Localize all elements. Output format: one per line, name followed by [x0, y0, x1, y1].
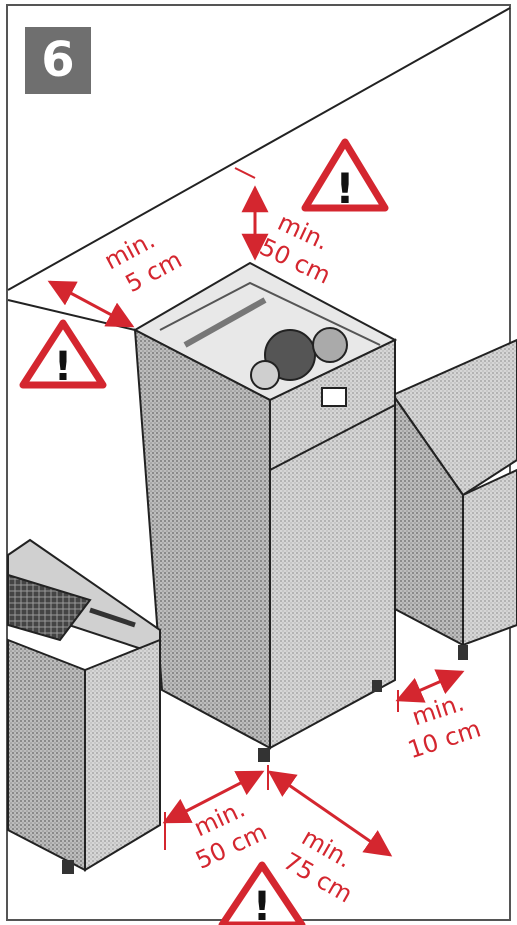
- wall-clearance-arrow: [47, 280, 135, 328]
- svg-text:!: !: [54, 344, 72, 390]
- svg-text:!: !: [335, 164, 354, 213]
- warning-triangle-bottom: !: [218, 861, 306, 925]
- right-counter-unit: [391, 338, 517, 660]
- control-panel: [321, 387, 347, 407]
- front-right-clearance-arrow: [267, 770, 393, 857]
- fryer-unit: [7, 538, 161, 874]
- svg-text:!: !: [253, 884, 271, 925]
- wall-line: [7, 7, 511, 291]
- side-clearance-arrow: [395, 669, 465, 703]
- label-front-left-clearance: min. 50 cm: [190, 795, 271, 875]
- step-number-badge: 6: [25, 27, 91, 94]
- front-left-clearance-arrow: [162, 770, 265, 824]
- warning-triangle-left: !: [19, 319, 107, 390]
- label-side-clearance: min. 10 cm: [404, 688, 484, 764]
- refrigerator-cabinet: [132, 261, 398, 762]
- warning-triangle-top: !: [301, 138, 389, 213]
